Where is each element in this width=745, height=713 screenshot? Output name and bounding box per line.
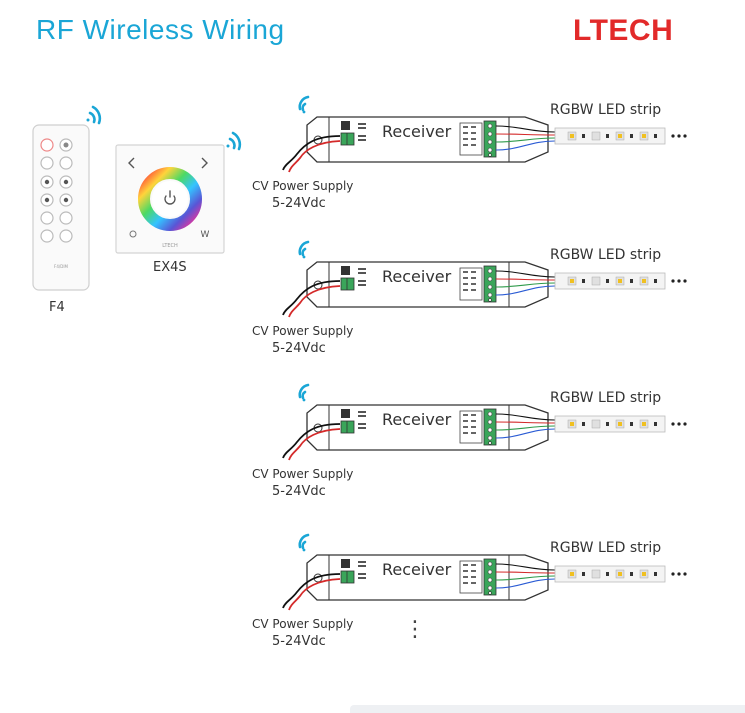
led-strip <box>554 565 666 583</box>
receiver-row: Receiver RGBW LED strip CV Power Supply … <box>0 530 745 680</box>
page-title: RF Wireless Wiring <box>36 14 285 45</box>
power-terminal <box>340 570 355 584</box>
bottom-scrollbar[interactable] <box>350 705 745 713</box>
wifi-signal-icon <box>298 383 310 402</box>
power-supply-name: CV Power Supply <box>252 324 354 338</box>
led-strip <box>554 415 666 433</box>
receiver-label: Receiver <box>382 267 452 286</box>
f4-model-text: F4/DIM <box>54 264 68 269</box>
output-terminal <box>483 408 497 446</box>
led-strip-label: RGBW LED strip <box>550 390 662 406</box>
ex4s-panel: W LTECH <box>115 131 242 254</box>
f4-label: F4 <box>49 300 65 315</box>
power-supply-name: CV Power Supply <box>252 179 354 193</box>
led-strip-label: RGBW LED strip <box>550 540 662 556</box>
power-supply-name: CV Power Supply <box>252 617 354 631</box>
wifi-signal-icon <box>226 131 242 151</box>
power-supply-voltage: 5-24Vdc <box>272 634 326 649</box>
receiver-wiring-diagram <box>282 383 687 461</box>
f4-remote: F4/DIM <box>32 105 102 291</box>
power-supply-label: CV Power Supply 5-24Vdc <box>252 616 353 650</box>
power-supply-label: CV Power Supply 5-24Vdc <box>252 323 353 357</box>
receiver-label: Receiver <box>382 560 452 579</box>
power-supply-voltage: 5-24Vdc <box>272 341 326 356</box>
receiver-wiring-diagram <box>282 533 687 611</box>
ex4s-w-text: W <box>201 230 210 240</box>
led-strip-label: RGBW LED strip <box>550 247 662 263</box>
power-terminal <box>340 132 355 146</box>
power-supply-voltage: 5-24Vdc <box>272 484 326 499</box>
power-icon <box>164 190 176 205</box>
receiver-row: Receiver RGBW LED strip CV Power Supply … <box>0 237 745 387</box>
output-terminal <box>483 558 497 596</box>
brand-logo: LTECH <box>573 14 674 47</box>
chevron-left-icon <box>128 157 135 169</box>
led-strip-label: RGBW LED strip <box>550 102 662 118</box>
led-strip <box>554 272 666 290</box>
power-terminal <box>340 420 355 434</box>
wifi-signal-icon <box>298 95 310 114</box>
output-terminal <box>483 120 497 158</box>
wifi-signal-icon <box>298 533 310 552</box>
receiver-row: Receiver RGBW LED strip CV Power Supply … <box>0 92 745 242</box>
receiver-wiring-diagram <box>282 240 687 318</box>
receiver-label: Receiver <box>382 410 452 429</box>
receiver-label: Receiver <box>382 122 452 141</box>
power-supply-voltage: 5-24Vdc <box>272 196 326 211</box>
chevron-right-icon <box>201 157 208 169</box>
power-supply-label: CV Power Supply 5-24Vdc <box>252 466 353 500</box>
power-supply-label: CV Power Supply 5-24Vdc <box>252 178 353 212</box>
more-receivers-indicator: ⋮ <box>404 616 426 641</box>
power-terminal <box>340 277 355 291</box>
ex4s-label: EX4S <box>153 260 187 275</box>
color-wheel-icon <box>138 167 202 231</box>
power-supply-name: CV Power Supply <box>252 467 354 481</box>
led-strip <box>554 127 666 145</box>
receiver-row: Receiver RGBW LED strip CV Power Supply … <box>0 380 745 530</box>
wifi-signal-icon <box>86 105 102 125</box>
receiver-wiring-diagram <box>282 95 687 173</box>
ex4s-brand-text: LTECH <box>162 243 178 249</box>
wifi-signal-icon <box>298 240 310 259</box>
output-terminal <box>483 265 497 303</box>
